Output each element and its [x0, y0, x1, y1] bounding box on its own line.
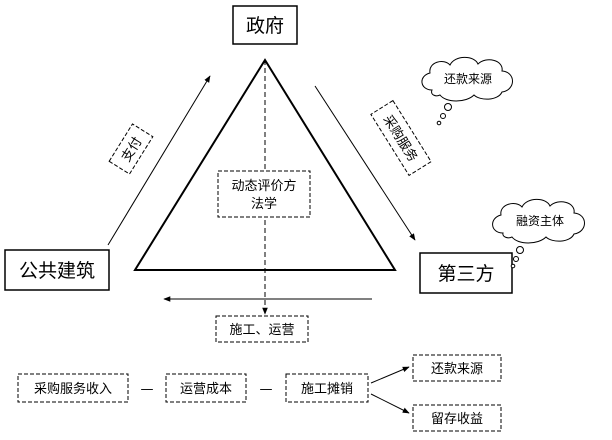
to-retained-arrow [370, 393, 410, 414]
construction-operation-label: 施工、运营 [229, 323, 294, 338]
third-party-node: 第三方 [419, 252, 513, 294]
operating-cost-box: 运营成本 [165, 373, 247, 403]
income-box: 采购服务收入 [17, 373, 129, 403]
repayment-source-cloud: 还款来源 [421, 56, 513, 126]
pay-tag: 支付 [108, 123, 154, 175]
repayment-source-label: 还款来源 [431, 362, 483, 377]
retained-earnings-box: 留存收益 [412, 404, 502, 432]
government-node: 政府 [232, 5, 298, 45]
operating-cost-label: 运营成本 [180, 382, 232, 397]
construction-amortization-label: 施工摊销 [301, 382, 353, 397]
construction-operation-box: 施工、运营 [215, 315, 309, 343]
evaluation-method-box: 动态评价方 法学 [217, 170, 311, 218]
income-label: 采购服务收入 [34, 381, 112, 397]
minus-sign-2: — [260, 382, 273, 397]
retained-earnings-label: 留存收益 [431, 412, 483, 427]
public-building-node: 公共建筑 [4, 249, 110, 291]
repayment-source-cloud-label: 还款来源 [444, 72, 492, 86]
construction-amortization-box: 施工摊销 [285, 373, 369, 403]
to-repayment-arrow [370, 366, 410, 384]
evaluation-method-line1: 动态评价方 [231, 178, 296, 194]
pay-arrow [107, 75, 211, 246]
purchase-service-arrow [314, 85, 416, 241]
evaluation-method-line2: 法学 [251, 196, 277, 212]
minus-sign-1: — [141, 382, 154, 397]
government-label: 政府 [246, 15, 284, 37]
public-building-label: 公共建筑 [19, 260, 95, 282]
third-party-label: 第三方 [437, 263, 494, 285]
purchase-service-tag: 采购服务 [370, 99, 432, 177]
repayment-source-box: 还款来源 [412, 354, 502, 382]
financing-entity-cloud: 融资主体 [492, 198, 585, 269]
financing-entity-cloud-label: 融资主体 [516, 214, 564, 228]
